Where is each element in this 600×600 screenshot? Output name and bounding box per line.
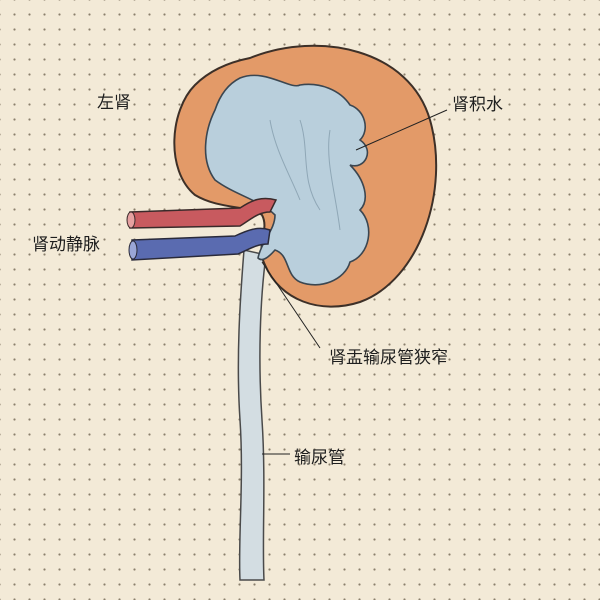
- label-upj-stenosis: 肾盂输尿管狭窄: [329, 348, 448, 368]
- label-left-kidney: 左肾: [97, 93, 131, 113]
- vein-opening: [128, 240, 138, 260]
- leader-line-hydronephrosis: [355, 109, 448, 151]
- leader-line-stenosis: [261, 261, 321, 349]
- label-ureter: 输尿管: [294, 448, 345, 468]
- ureter-shape: [237, 249, 267, 581]
- renal-artery: [129, 197, 278, 229]
- label-hydronephrosis: 肾积水: [452, 95, 503, 115]
- pelvis-shading: [269, 119, 341, 231]
- renal-vein: [131, 227, 271, 261]
- artery-opening: [126, 211, 136, 229]
- label-renal-vessels: 肾动静脉: [32, 235, 100, 255]
- renal-pelvis: [204, 74, 370, 286]
